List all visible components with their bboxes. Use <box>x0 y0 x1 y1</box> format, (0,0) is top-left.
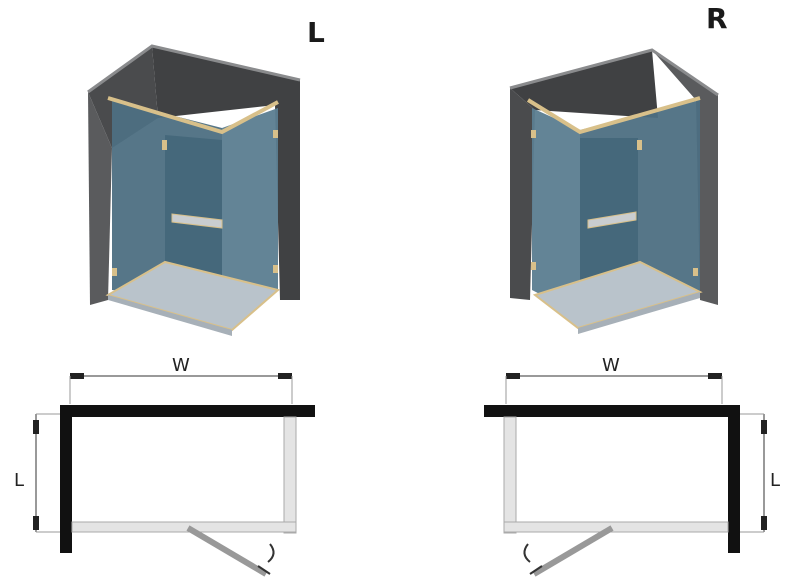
right-width-label: W <box>602 355 620 376</box>
right-hinge-side-top <box>531 130 536 138</box>
right-hinge-side-bottom <box>531 262 536 270</box>
right-plan-fixed-panel <box>503 416 517 534</box>
right-plan-side-wall <box>728 405 740 553</box>
left-top-rail <box>107 96 279 135</box>
right-tray-front <box>578 292 700 334</box>
left-plan-fixed-panel <box>283 416 297 534</box>
right-length-end-a <box>761 420 767 434</box>
left-side-wall <box>152 46 300 300</box>
right-enclosure-3d <box>509 48 719 334</box>
right-plan-top-wall <box>484 405 740 417</box>
left-hinge-side-top <box>273 130 278 138</box>
left-length-end-b <box>33 516 39 530</box>
left-length-end-a <box>33 420 39 434</box>
left-front-wall <box>88 92 112 305</box>
right-glass-side <box>532 108 580 315</box>
right-wall-top-edge <box>509 48 719 97</box>
left-glass-side <box>222 108 278 312</box>
right-top-rail <box>526 96 701 135</box>
left-orientation-label: L <box>307 16 325 49</box>
left-hinge-bottom <box>112 268 117 276</box>
left-hinge-top <box>162 140 167 150</box>
left-length-label: L <box>14 470 24 491</box>
right-shelf <box>587 211 637 229</box>
left-shelf <box>171 213 223 229</box>
left-plan-front-panel <box>71 521 297 533</box>
left-plan-door-handle <box>257 543 275 575</box>
left-plan-side-wall <box>60 405 72 553</box>
right-plan-view: W L <box>484 355 780 577</box>
left-enclosure-3d <box>87 44 301 336</box>
right-hinge-bottom <box>693 268 698 276</box>
left-width-label: W <box>172 355 190 376</box>
right-plan-door-swing <box>532 525 614 577</box>
right-length-label: L <box>770 470 780 491</box>
left-width-end-a <box>70 373 84 379</box>
right-front-wall <box>510 88 535 300</box>
right-width-end-a <box>506 373 520 379</box>
right-length-end-b <box>761 516 767 530</box>
right-plan-door-handle <box>523 543 543 575</box>
right-plan-front-panel <box>503 521 729 533</box>
left-hinge-side-bottom <box>273 265 278 273</box>
right-side-wall <box>652 50 718 305</box>
left-plan-door-swing <box>186 525 268 577</box>
left-tray-front <box>108 295 232 336</box>
right-back-wall <box>510 50 658 118</box>
left-plan-top-wall <box>60 405 315 417</box>
right-width-end-b <box>708 373 722 379</box>
left-width-end-b <box>278 373 292 379</box>
right-orientation-label: R <box>706 2 728 35</box>
right-hinge-top <box>637 140 642 150</box>
left-wall-top-edge <box>87 44 301 94</box>
left-plan-view: W L <box>14 355 315 577</box>
